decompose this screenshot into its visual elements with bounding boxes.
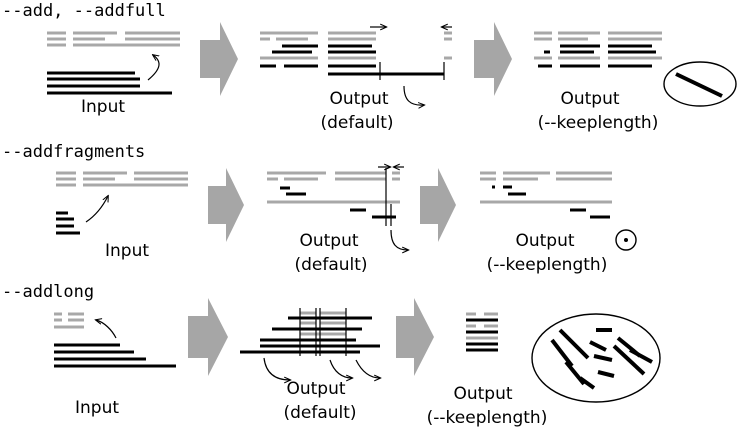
output-keep-label-line1: Output [560, 89, 619, 109]
input-label: Input [81, 97, 125, 117]
input-existing-alignment [54, 312, 84, 329]
output-keeplength-alignment [480, 171, 612, 219]
flow-arrow-2 [474, 22, 512, 96]
input-new-sequences [47, 71, 172, 95]
output-default-label-line1: Output [286, 379, 345, 399]
deleted-regions-ellipse [531, 313, 661, 403]
section-add: --add, --addfull Input [2, 1, 737, 133]
output-keeplength-alignment [534, 31, 662, 68]
output-keep-label-line2: (--keeplength) [487, 255, 608, 275]
insertion-curve-arrow [147, 55, 160, 81]
input-fragments [56, 211, 80, 235]
input-existing-alignment [56, 171, 188, 187]
flow-arrow-1 [208, 168, 244, 242]
option-label-addfragments: --addfragments [2, 142, 145, 162]
output-keep-label-line1: Output [453, 384, 512, 404]
output-default-label-line1: Output [299, 231, 358, 251]
input-long-sequences [54, 343, 176, 368]
deleted-region-ellipse [615, 229, 637, 251]
output-default-alignment [267, 167, 408, 250]
output-keeplength-alignment [466, 312, 498, 352]
input-label: Input [75, 398, 119, 418]
input-existing-alignment [47, 31, 180, 47]
deleted-region-ellipse [663, 61, 737, 107]
option-label-add: --add, --addfull [2, 1, 166, 21]
section-addfragments: --addfragments Input [2, 142, 637, 275]
output-default-alignment [260, 27, 452, 105]
input-label: Input [105, 241, 149, 261]
output-default-label-line2: (default) [283, 403, 356, 423]
flow-arrow-2 [396, 298, 434, 376]
output-default-label-line2: (default) [320, 113, 393, 133]
output-keep-label-line2: (--keeplength) [538, 113, 659, 133]
output-default-label-line2: (default) [294, 255, 367, 275]
output-default-alignment [240, 308, 380, 380]
flow-arrow-1 [188, 298, 228, 376]
output-keep-label-line1: Output [515, 231, 574, 251]
flow-arrow-2 [420, 168, 456, 242]
output-keep-label-line2: (--keeplength) [427, 408, 548, 428]
option-label-addlong: --addlong [2, 282, 94, 302]
section-addlong: --addlong Input [2, 282, 661, 428]
insertion-curve-arrow [96, 320, 117, 339]
flow-arrow-1 [200, 22, 238, 96]
output-default-label-line1: Output [329, 89, 388, 109]
insertion-curve-arrow [85, 196, 108, 223]
